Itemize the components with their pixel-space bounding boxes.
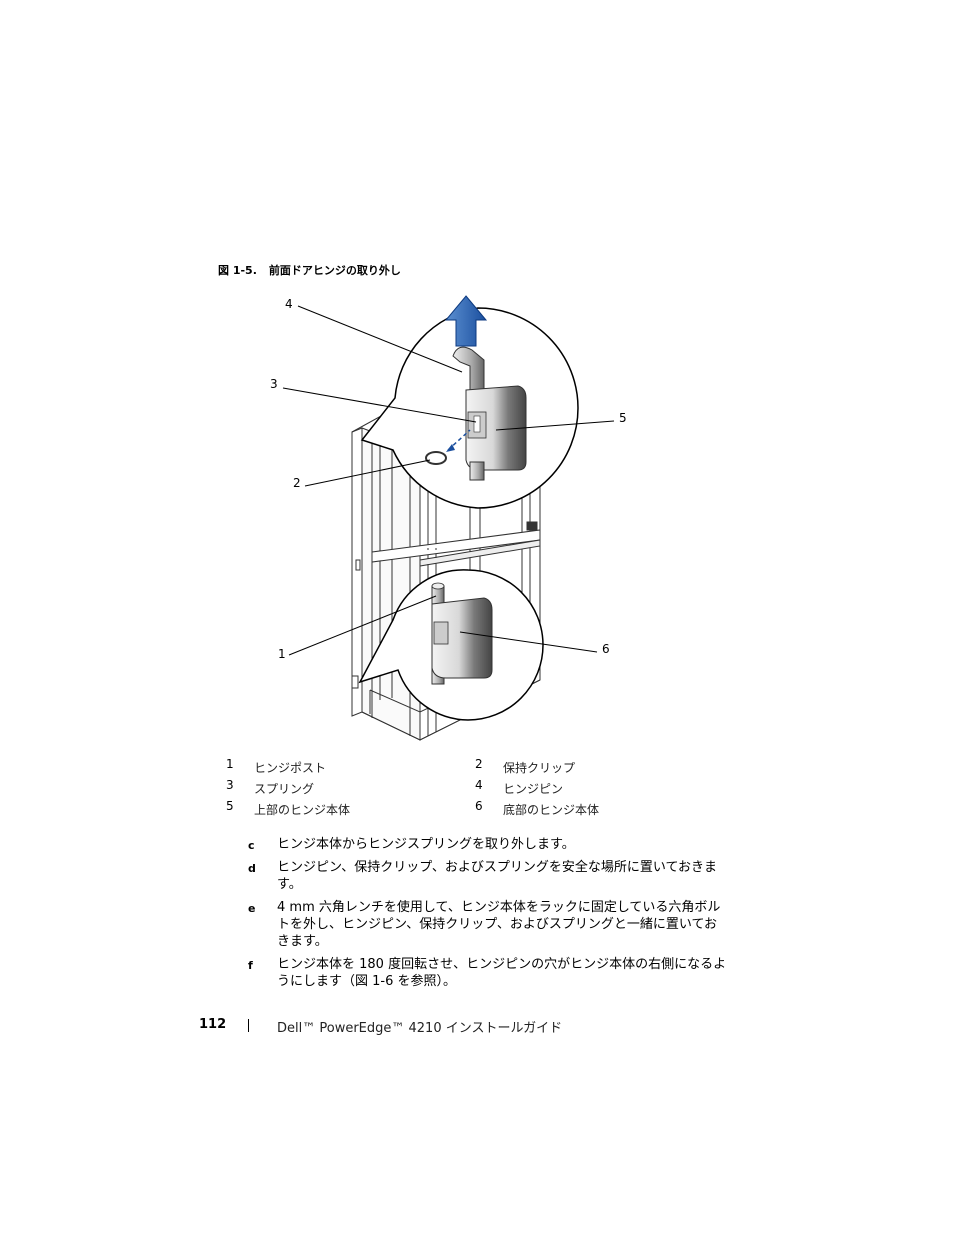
footer-separator — [248, 1019, 249, 1032]
legend-number: 4 — [475, 778, 483, 792]
step-text: ヒンジ本体からヒンジスプリングを取り外します。 — [277, 837, 575, 852]
legend-label: ヒンジポスト — [254, 761, 327, 775]
step-text: 4 mm 六角レンチを使用して、ヒンジ本体をラックに固定している六角ボルトを外し… — [277, 900, 721, 949]
step-d: d ヒンジピン、保持クリップ、およびスプリングを安全な場所に置いておきます。 — [248, 859, 728, 893]
step-e: e 4 mm 六角レンチを使用して、ヒンジ本体をラックに固定している六角ボルトを… — [248, 899, 728, 950]
legend-label: 上部のヒンジ本体 — [254, 803, 351, 817]
step-letter: d — [248, 862, 256, 875]
page-number: 112 — [199, 1017, 227, 1032]
callout-leader-lines — [282, 305, 615, 656]
legend-label: ヒンジピン — [503, 782, 564, 796]
legend-number: 1 — [226, 757, 234, 771]
callout-6: 6 — [602, 642, 610, 656]
legend-number: 2 — [475, 757, 483, 771]
figure-number: 図 1-5. — [218, 264, 257, 277]
legend-number: 3 — [226, 778, 234, 792]
figure-caption: 図 1-5. 前面ドアヒンジの取り外し — [218, 262, 401, 278]
upper-hinge-zoom — [360, 295, 579, 509]
step-text: ヒンジピン、保持クリップ、およびスプリングを安全な場所に置いておきます。 — [277, 860, 718, 892]
legend-number: 5 — [226, 799, 234, 813]
step-f: f ヒンジ本体を 180 度回転させ、ヒンジピンの穴がヒンジ本体の右側になるよう… — [248, 956, 728, 990]
footer-title: Dell™ PowerEdge™ 4210 インストールガイド — [277, 1021, 563, 1036]
lower-hinge-zoom — [358, 569, 544, 721]
step-letter: e — [248, 902, 256, 915]
legend-row: 1 ヒンジポスト 2 保持クリップ — [224, 757, 664, 778]
figure-legend: 1 ヒンジポスト 2 保持クリップ 3 スプリング 4 ヒンジピン 5 上部のヒ… — [224, 757, 664, 820]
callout-2: 2 — [293, 476, 301, 490]
callout-4: 4 — [285, 297, 293, 311]
legend-row: 3 スプリング 4 ヒンジピン — [224, 778, 664, 799]
callout-1: 1 — [278, 647, 286, 661]
legend-number: 6 — [475, 799, 483, 813]
step-letter: c — [248, 839, 255, 852]
page-footer: 112 Dell™ PowerEdge™ 4210 インストールガイド — [0, 1017, 954, 1037]
procedure-steps: c ヒンジ本体からヒンジスプリングを取り外します。 d ヒンジピン、保持クリップ… — [248, 836, 728, 996]
figure-title: 前面ドアヒンジの取り外し — [268, 264, 401, 277]
legend-label: 底部のヒンジ本体 — [503, 803, 600, 817]
step-letter: f — [248, 959, 253, 972]
step-text: ヒンジ本体を 180 度回転させ、ヒンジピンの穴がヒンジ本体の右側になるようにし… — [277, 957, 727, 989]
legend-row: 5 上部のヒンジ本体 6 底部のヒンジ本体 — [224, 799, 664, 820]
legend-label: 保持クリップ — [503, 761, 576, 775]
legend-label: スプリング — [254, 782, 315, 796]
callout-5: 5 — [619, 411, 627, 425]
callout-3: 3 — [270, 377, 278, 391]
step-c: c ヒンジ本体からヒンジスプリングを取り外します。 — [248, 836, 728, 853]
